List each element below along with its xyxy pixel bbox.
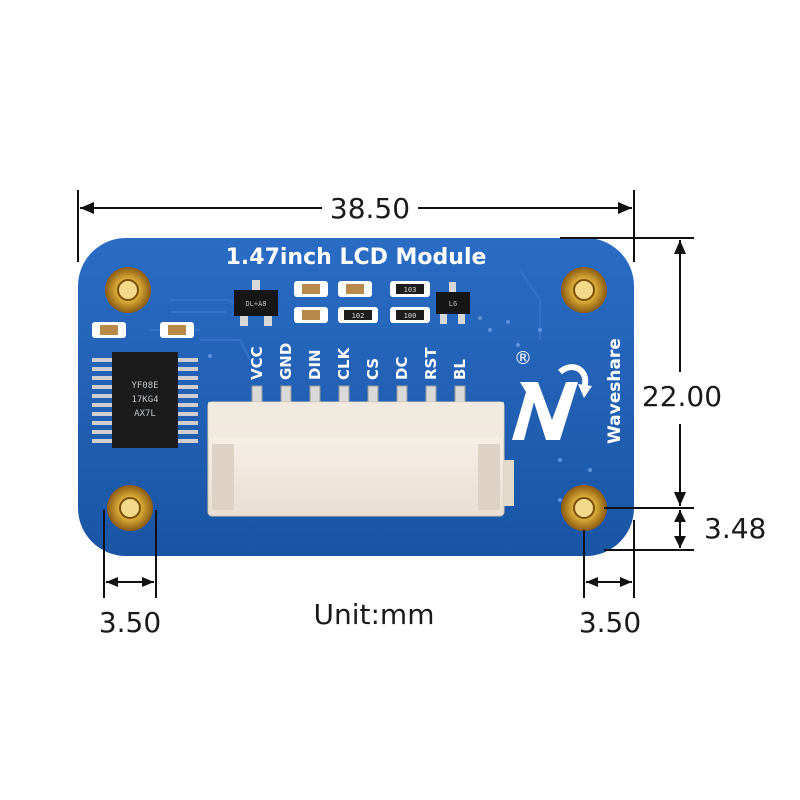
ic-chip: YF08E 17KG4 AX7L [92, 352, 198, 448]
mounting-hole-bottom-left [107, 485, 153, 531]
smd-capacitor-1 [294, 281, 328, 297]
pin-label-din: DIN [306, 349, 324, 380]
smd-resistor-100: 100 [390, 307, 430, 323]
resistor-102-marking: 102 [352, 312, 365, 320]
pin-label-vcc: VCC [248, 346, 266, 380]
chip-marking-1: YF08E [131, 381, 158, 391]
pin-label-rst: RST [422, 347, 440, 380]
smd-capacitor-left-2 [160, 322, 194, 338]
height-dimension: 22.00 [642, 380, 722, 413]
pin-label-clk: CLK [335, 346, 353, 380]
pin-labels: VCC GND DIN CLK CS DC RST BL [248, 343, 469, 380]
chip-marking-2: 17KG4 [131, 395, 158, 405]
registered-mark: ® [514, 348, 532, 369]
transistor-marking: DL+A8 [245, 300, 266, 308]
width-dimension: 38.50 [330, 192, 410, 225]
waveshare-logo-icon [512, 364, 592, 440]
smd-capacitor-2 [294, 307, 328, 323]
transistor-q2: L6 [436, 282, 470, 324]
hole-offset-right-dimension: 3.50 [579, 606, 641, 639]
brand-name: Waveshare [605, 338, 625, 444]
mounting-hole-bottom-right [561, 485, 607, 531]
chip-marking-3: AX7L [134, 409, 156, 419]
connector-pins [251, 385, 466, 413]
hole-offset-left-dimension: 3.50 [99, 606, 161, 639]
mounting-hole-top-right [561, 267, 607, 313]
transistor-q2-marking: L6 [449, 300, 457, 308]
transistor-q1: DL+A8 [234, 280, 278, 326]
pin-label-bl: BL [451, 359, 469, 380]
pin-label-gnd: GND [277, 343, 295, 380]
smd-resistor-103: 103 [390, 281, 430, 297]
hole-offset-bottom-dimension: 3.48 [704, 512, 766, 545]
board-title: 1.47inch LCD Module [226, 245, 487, 270]
connector-housing [207, 401, 514, 517]
mounting-hole-top-left [105, 267, 151, 313]
resistor-103-marking: 103 [404, 286, 417, 294]
pin-label-cs: CS [364, 358, 382, 380]
smd-resistor-102: 102 [338, 307, 378, 323]
dimension-arrowheads [80, 202, 686, 587]
resistor-100-marking: 100 [404, 312, 417, 320]
pcb-vias [208, 316, 592, 502]
pin-label-dc: DC [393, 357, 411, 380]
unit-label: Unit:mm [314, 598, 435, 631]
smd-capacitor-3 [338, 281, 372, 297]
smd-capacitor-left-1 [92, 322, 126, 338]
